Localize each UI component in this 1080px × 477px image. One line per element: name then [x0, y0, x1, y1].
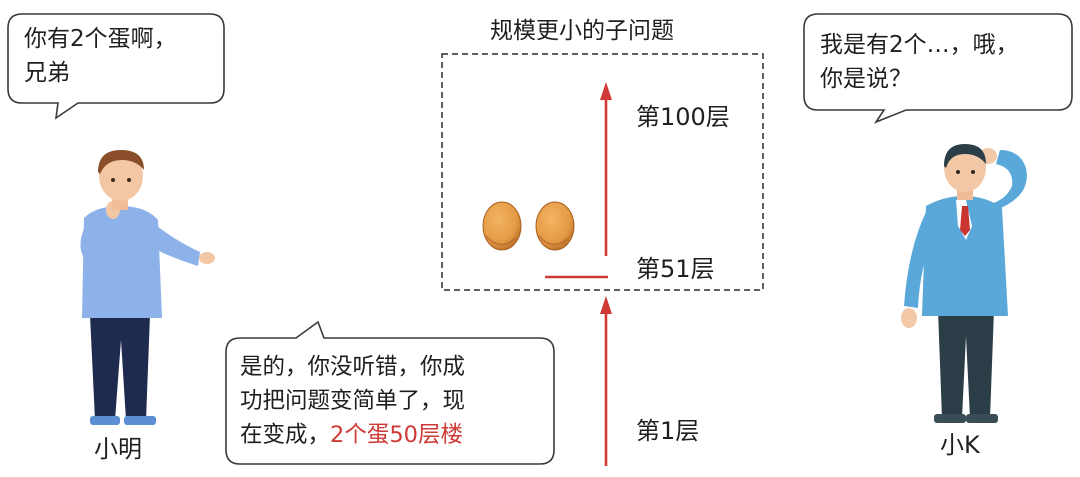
left-speech-bubble	[7, 13, 225, 120]
bottom-bubble-line: 功把问题变简单了，现	[240, 388, 466, 414]
egg-icon	[535, 201, 575, 251]
floor-label-bottom: 第1层	[636, 417, 700, 445]
left-bubble-line: 你有2个蛋啊，	[24, 26, 177, 52]
floor-label-top: 第100层	[636, 103, 730, 131]
subproblem-box	[441, 53, 764, 291]
right-speech-bubble	[803, 13, 1073, 124]
upper-arrow	[600, 82, 612, 256]
left-character-figure	[80, 150, 215, 425]
bottom-speech-bubble	[225, 320, 555, 465]
bottom-bubble-line: 在变成，2个蛋50层楼	[240, 418, 465, 452]
bottom-bubble-text: 是的，你没听错，你成 功把问题变简单了，现 在变成，2个蛋50层楼	[240, 350, 465, 452]
bottom-bubble-prefix: 在变成，	[240, 422, 331, 448]
bottom-bubble-line: 是的，你没听错，你成	[240, 354, 466, 380]
right-bubble-line: 我是有2个…，哦，	[820, 32, 1019, 58]
lower-arrow	[600, 296, 612, 466]
right-character-name: 小K	[940, 431, 980, 459]
egg-icon	[482, 201, 522, 251]
subproblem-title: 规模更小的子问题	[490, 18, 674, 44]
bottom-bubble-highlight: 2个蛋50层楼	[330, 422, 463, 448]
right-bubble-text: 我是有2个…，哦， 你是说？	[820, 28, 1019, 96]
left-bubble-text: 你有2个蛋啊， 兄弟	[24, 22, 177, 90]
left-character-name: 小明	[94, 435, 142, 463]
left-bubble-line: 兄弟	[24, 60, 70, 86]
floor-label-mid: 第51层	[636, 255, 715, 283]
right-bubble-line: 你是说？	[820, 66, 912, 92]
right-character-figure	[901, 144, 1027, 423]
